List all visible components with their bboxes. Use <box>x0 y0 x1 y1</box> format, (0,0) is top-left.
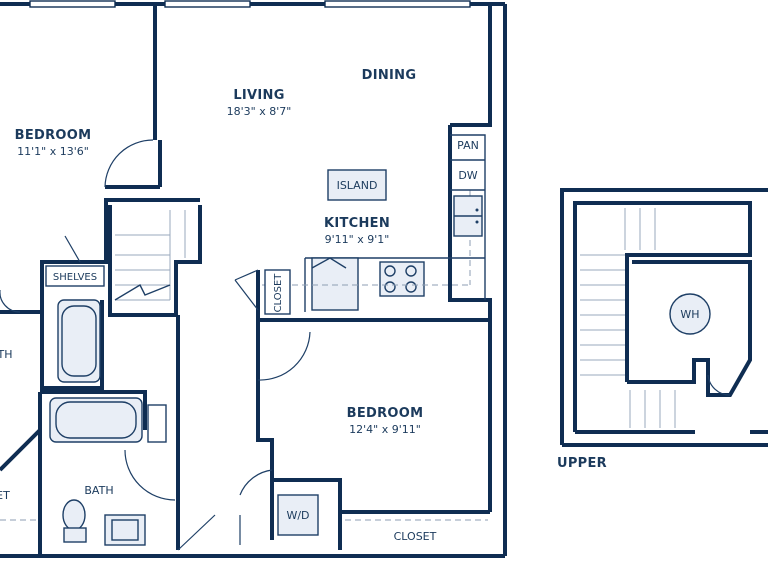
living-dim: 18'3" x 8'7" <box>227 105 292 118</box>
kitchen-dim: 9'11" x 9'1" <box>325 233 390 246</box>
washer-dryer-box <box>277 494 319 536</box>
bedroom-left-name: BEDROOM <box>15 128 92 143</box>
fixtures <box>0 169 488 546</box>
shelves-label: SHELVES <box>53 272 97 283</box>
bath-lower-name: BATH <box>84 484 113 497</box>
washer-dryer-label: W/D <box>286 509 309 522</box>
bedroom-right-name: BEDROOM <box>347 406 424 421</box>
main-walls <box>0 0 507 558</box>
bathtub-upper <box>57 299 101 383</box>
labels: BEDROOM 11'1" x 13'6" LIVING 18'3" x 8'7… <box>0 68 700 543</box>
kitchen-counter <box>262 134 486 312</box>
island-label: ISLAND <box>337 179 378 192</box>
dining-name: DINING <box>362 68 417 83</box>
shelves-box <box>45 265 105 287</box>
bedroom-right-dim: 12'4" x 9'11" <box>349 423 421 436</box>
bathtub-lower <box>49 397 143 443</box>
closet-vertical-box <box>264 269 291 315</box>
water-heater <box>669 293 711 335</box>
toilet <box>62 499 86 531</box>
bath-left-partial-name: TH <box>0 348 13 361</box>
upper-floor <box>560 188 768 447</box>
living-name: LIVING <box>233 88 284 103</box>
water-heater-label: WH <box>680 308 699 321</box>
kitchen-name: KITCHEN <box>324 216 390 231</box>
closet-vertical-label: CLOSET <box>273 273 284 313</box>
pantry-label: PAN <box>457 139 479 152</box>
bedroom-left-dim: 11'1" x 13'6" <box>17 145 89 158</box>
doors <box>0 139 311 551</box>
dishwasher-label: DW <box>458 169 477 182</box>
upper-label: UPPER <box>557 456 607 471</box>
island <box>327 169 387 201</box>
stair-main <box>114 210 186 301</box>
closet-left-partial-name: ET <box>0 489 10 502</box>
closet-bottom-label: CLOSET <box>394 530 437 543</box>
